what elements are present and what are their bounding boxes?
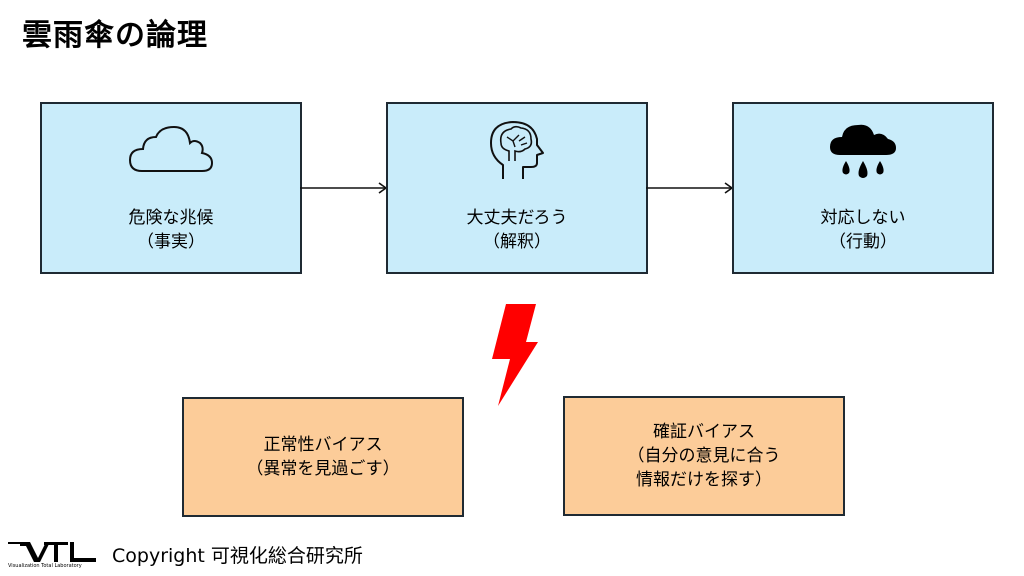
flow-arrow [300,182,388,194]
bias-box-normalcy: 正常性バイアス （異常を見過ごす） [182,397,464,517]
bias-label-main: 正常性バイアス [263,435,383,455]
footer: Visualization Total Laboratory Copyright… [8,540,363,569]
brain-head-icon [472,120,562,180]
bias-label: 正常性バイアス （異常を見過ごす） [246,433,399,481]
vtl-logo: Visualization Total Laboratory [8,540,98,569]
lightning-bolt-icon [492,304,538,406]
bias-label-sub: （自分の意見に合う [627,446,781,466]
bias-label-main: 確証バイアス [653,422,755,442]
flow-box-interpretation: 大丈夫だろう （解釈） [386,102,648,274]
bias-box-confirmation: 確証バイアス （自分の意見に合う 情報だけを探す） [563,396,845,516]
flow-label: 大丈夫だろう （解釈） [467,206,568,254]
flow-label-main: 対応しない [820,208,906,228]
page-title: 雲雨傘の論理 [22,18,208,53]
bias-label-sub: （異常を見過ごす） [246,459,400,479]
cloud-icon [126,120,216,180]
copyright-text: Copyright 可視化総合研究所 [112,545,363,567]
bias-label-sub2: 情報だけを探す） [636,470,772,490]
vtl-logo-subtitle: Visualization Total Laboratory [8,563,82,569]
flow-box-action: 対応しない （行動） [732,102,994,274]
flow-label-main: 大丈夫だろう [466,208,568,228]
bias-label: 確証バイアス （自分の意見に合う 情報だけを探す） [628,420,781,492]
flow-arrow [646,182,734,194]
rain-cloud-icon [818,120,908,180]
flow-label: 危険な兆候 （事実） [129,206,214,254]
flow-box-fact: 危険な兆候 （事実） [40,102,302,274]
flow-label-sub: （事実） [137,232,205,252]
flow-label-main: 危険な兆候 [128,208,214,228]
flow-label-sub: （解釈） [482,232,551,252]
flow-label-sub: （行動） [829,232,897,252]
vtl-logo-mark [8,542,96,562]
flow-label: 対応しない （行動） [821,206,906,254]
